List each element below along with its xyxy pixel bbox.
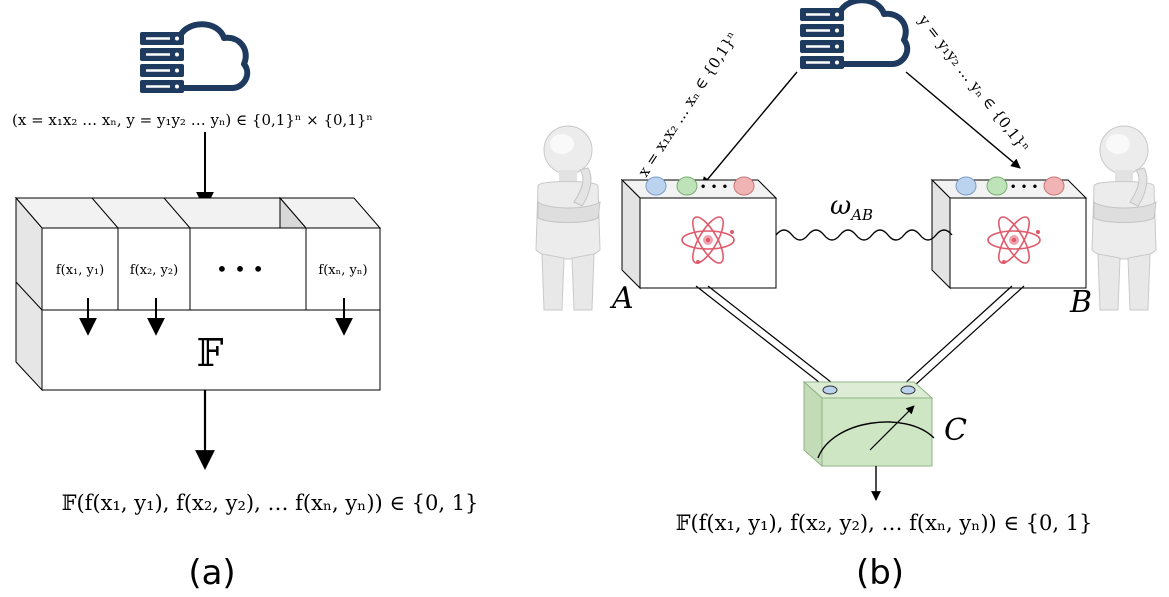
aggregator-label: 𝔽 — [197, 331, 224, 375]
cable-b — [901, 285, 1013, 387]
cable-a — [695, 285, 825, 387]
meter-dial-icon — [817, 421, 935, 459]
party-c-label: C — [944, 413, 967, 448]
knob-red-icon — [733, 176, 755, 196]
knob-blue-icon — [955, 176, 977, 196]
party-a-label: A — [609, 281, 634, 316]
cell-ellipsis: • • • — [216, 257, 264, 281]
meter-needle-icon — [869, 405, 915, 451]
y-input-label: y = y₁y₂ … yₙ ∈ {0,1}ⁿ — [914, 11, 1033, 156]
person-a-figure — [535, 125, 601, 311]
panel-b-caption: (b) — [856, 553, 904, 593]
party-b-label: B — [1069, 285, 1092, 320]
cell-row — [41, 227, 381, 311]
panel-a-output-label: 𝔽(f(x₁, y₁), f(x₂, y₂), … f(xₙ, yₙ)) ∈ {… — [62, 491, 479, 515]
cell-1-label: f(x₁, y₁) — [56, 263, 104, 278]
server-cloud-icon — [800, 0, 907, 69]
port-b-icon — [900, 385, 916, 395]
knob-green-icon — [986, 176, 1008, 196]
entanglement-wave — [775, 229, 953, 241]
panel-a: (x = x₁x₂ … xₙ, y = y₁y₂ … yₙ) ∈ {0,1}ⁿ … — [12, 24, 478, 593]
person-b-figure — [1091, 125, 1157, 311]
server-cloud-icon — [140, 24, 247, 93]
cell-n-label: f(xₙ, yₙ) — [318, 263, 367, 278]
block-top — [14, 197, 382, 229]
device-b: • • • — [930, 176, 1088, 290]
block-left-side — [15, 196, 43, 392]
entanglement-label: ωAB — [830, 191, 873, 224]
aggregator-box — [41, 309, 381, 391]
x-arrow — [701, 71, 798, 187]
knob-blue-icon — [645, 176, 667, 196]
knob-dots: • • • — [700, 180, 729, 194]
knob-dots: • • • — [1010, 180, 1039, 194]
device-a: • • • — [620, 176, 778, 290]
panel-a-input-label: (x = x₁x₂ … xₙ, y = y₁y₂ … yₙ) ∈ {0,1}ⁿ … — [12, 111, 373, 129]
panel-a-caption: (a) — [188, 553, 235, 593]
panel-b-output-label: 𝔽(f(x₁, y₁), f(x₂, y₂), … f(xₙ, yₙ)) ∈ {… — [676, 511, 1093, 535]
device-c — [802, 380, 935, 468]
port-a-icon — [822, 385, 838, 395]
knob-red-icon — [1043, 176, 1065, 196]
panel-b: x = x₁x₂ … xₙ ∈ {0,1}ⁿ y = y₁y₂ … yₙ ∈ {… — [535, 0, 1157, 593]
cell-2-label: f(x₂, y₂) — [130, 263, 178, 278]
y-arrow — [905, 71, 1021, 169]
knob-green-icon — [676, 176, 698, 196]
